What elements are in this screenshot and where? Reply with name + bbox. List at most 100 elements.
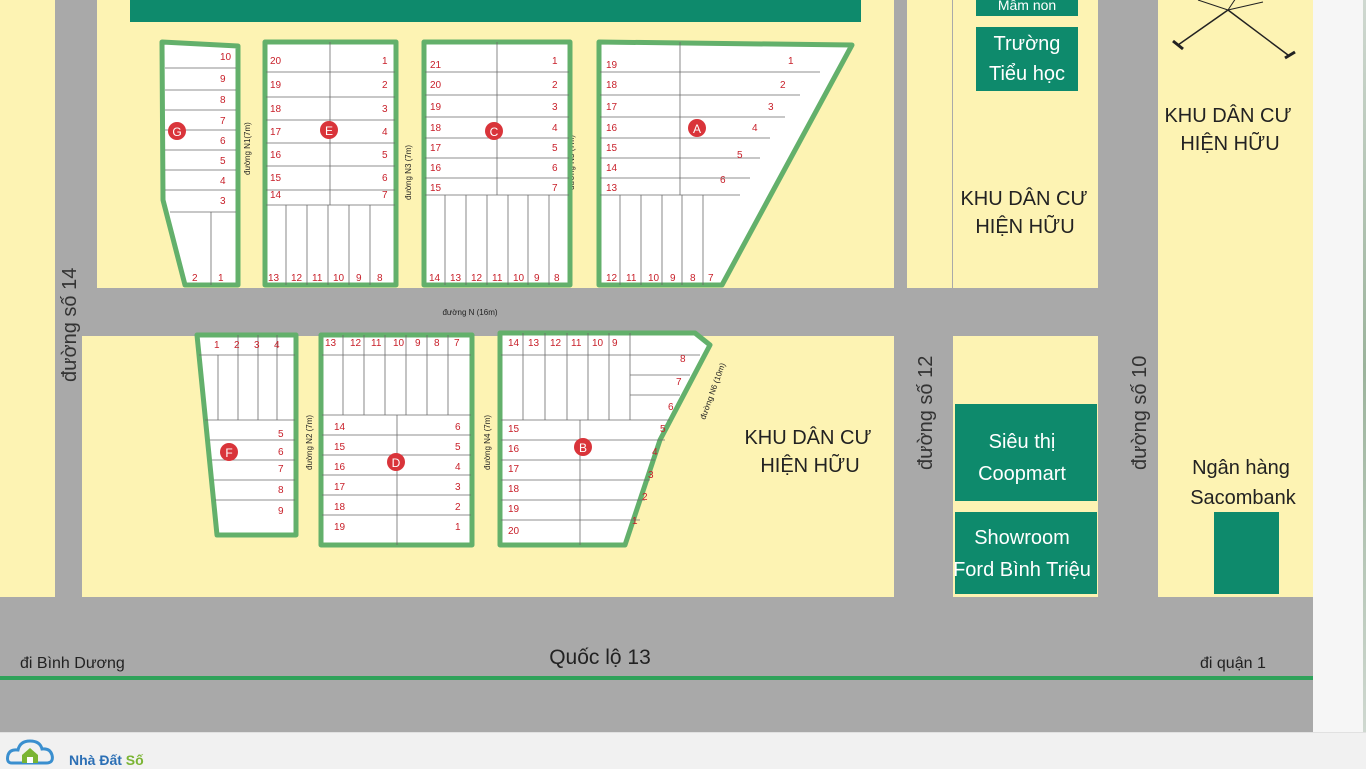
block-D — [318, 332, 475, 548]
lot-E-4: 4 — [382, 127, 388, 138]
lot-B-5: 5 — [660, 424, 666, 435]
marker-C: C — [490, 125, 499, 139]
lot-E-6: 6 — [382, 173, 388, 184]
lot-A-7: 7 — [708, 273, 714, 284]
residential-ne-line2: HIỆN HỮU — [1180, 131, 1279, 155]
coopmart-label-2: Coopmart — [978, 463, 1066, 485]
lot-B-4: 4 — [652, 447, 658, 458]
lot-D-6: 6 — [455, 422, 461, 433]
brand-name: Nhà Đất Số — [69, 752, 144, 768]
lot-B-6: 6 — [668, 402, 674, 413]
lot-A-11: 11 — [626, 273, 637, 284]
lot-C-2: 2 — [552, 80, 558, 91]
lot-E-10: 10 — [333, 273, 345, 284]
road-n4-label: đường N4 (7m) — [483, 415, 492, 470]
ford-label-2: Ford Bình Triệu — [953, 559, 1091, 581]
marker-E: E — [325, 124, 333, 138]
lot-F-1: 1 — [214, 340, 220, 351]
lot-E-17: 17 — [270, 127, 282, 138]
lot-A-5: 5 — [737, 150, 743, 161]
lot-D-2: 2 — [455, 502, 461, 513]
block-F — [194, 332, 299, 538]
lot-D-5: 5 — [455, 442, 461, 453]
lot-E-8: 8 — [377, 273, 383, 284]
brand-name-part-1: Nhà Đất — [69, 752, 122, 768]
lot-F-4: 4 — [274, 340, 280, 351]
lot-A-16: 16 — [606, 123, 618, 134]
compass-icon — [1172, 0, 1296, 60]
lot-B-7: 7 — [676, 377, 682, 388]
lot-D-19: 19 — [334, 522, 346, 533]
road-n3-label: đường N3 (7m) — [404, 145, 413, 200]
road-n1-label: đường N1(7m) — [243, 122, 252, 175]
lot-B-13: 13 — [528, 338, 540, 349]
bank-label-1: Ngân hàng — [1192, 457, 1290, 479]
lot-C-11: 11 — [492, 273, 503, 284]
lot-C-10: 10 — [513, 273, 525, 284]
to-binh-duong-label: đi Bình Dương — [20, 655, 125, 672]
lot-A-8: 8 — [690, 273, 696, 284]
lot-B-18: 18 — [508, 484, 520, 495]
lot-B-1: 1 — [632, 516, 638, 527]
school-label-1: Trường — [994, 33, 1061, 55]
lot-D-17: 17 — [334, 482, 346, 493]
lot-C-15: 15 — [430, 183, 442, 194]
lot-E-9: 9 — [356, 273, 362, 284]
ford-label-1: Showroom — [974, 527, 1070, 549]
road-14-label: đường số 14 — [59, 268, 81, 382]
lot-D-13: 13 — [325, 338, 337, 349]
block-G — [159, 39, 241, 288]
lot-G-10: 10 — [220, 52, 232, 63]
lot-F-5: 5 — [278, 429, 284, 440]
lot-F-6: 6 — [278, 447, 284, 458]
residential-ne-line1: KHU DÂN CƯ — [1164, 104, 1291, 127]
lot-C-5: 5 — [552, 143, 558, 154]
lot-B-8: 8 — [680, 354, 686, 365]
lot-A-15: 15 — [606, 143, 618, 154]
lot-D-16: 16 — [334, 462, 346, 473]
lot-A-4: 4 — [752, 123, 758, 134]
road-n2-label: đường N2 (7m) — [305, 415, 314, 470]
lot-A-19: 19 — [606, 60, 618, 71]
lot-A-1: 1 — [788, 56, 794, 67]
lot-B-9: 9 — [612, 338, 618, 349]
brand-name-part-2: Số — [125, 752, 144, 768]
lot-C-17: 17 — [430, 143, 442, 154]
road-10-label: đường số 10 — [1129, 356, 1151, 470]
coopmart-label-1: Siêu thị — [989, 431, 1056, 453]
lot-G-7: 7 — [220, 116, 226, 127]
residential-mid-line2: HIỆN HỮU — [975, 214, 1074, 238]
lot-D-8: 8 — [434, 338, 440, 349]
lot-D-15: 15 — [334, 442, 346, 453]
lot-G-9: 9 — [220, 74, 226, 85]
lot-B-11: 11 — [571, 338, 582, 349]
residential-low-line1: KHU DÂN CƯ — [744, 426, 871, 449]
marker-B: B — [579, 441, 587, 455]
lot-D-14: 14 — [334, 422, 346, 433]
lot-D-12: 12 — [350, 338, 362, 349]
block-C — [421, 39, 573, 288]
lot-A-9: 9 — [670, 273, 676, 284]
lot-B-2: 2 — [642, 492, 648, 503]
lot-E-3: 3 — [382, 104, 388, 115]
site-plan-map: Mầm non Trường Tiểu học Siêu thị Coopmar… — [0, 0, 1313, 732]
school-label-2: Tiểu học — [989, 63, 1065, 85]
block-E — [262, 39, 399, 288]
lot-G-8: 8 — [220, 95, 226, 106]
lot-E-2: 2 — [382, 80, 388, 91]
lot-E-15: 15 — [270, 173, 282, 184]
block-markers: A B C D E F G — [168, 119, 706, 471]
lot-G-3: 3 — [220, 196, 226, 207]
lot-B-14: 14 — [508, 338, 520, 349]
lot-D-18: 18 — [334, 502, 346, 513]
kindergarten-label: Mầm non — [998, 0, 1056, 13]
lot-E-16: 16 — [270, 150, 282, 161]
lot-G-2: 2 — [192, 273, 198, 284]
lot-C-18: 18 — [430, 123, 442, 134]
to-district-1-label: đi quận 1 — [1200, 655, 1266, 672]
ford-showroom-building — [955, 512, 1097, 594]
lot-B-17: 17 — [508, 464, 520, 475]
lot-F-9: 9 — [278, 506, 284, 517]
block-A — [596, 39, 855, 288]
lot-E-1: 1 — [382, 56, 388, 67]
